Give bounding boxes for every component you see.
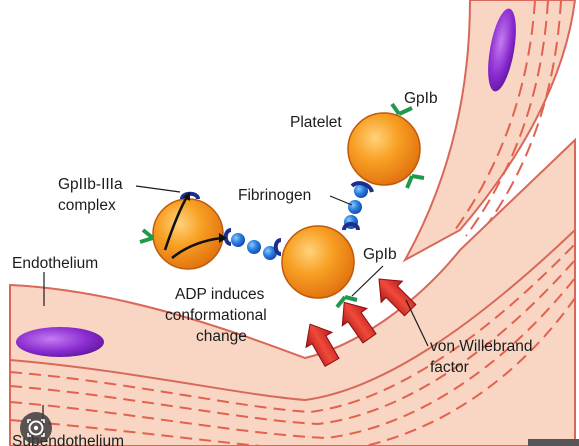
label-adp-line1: ADP induces [175,286,265,303]
leader-fibrinogen [329,195,353,206]
gpiib-iiia-receptor-bottom-top [342,222,360,231]
label-gpib-mid: GpIb [363,246,397,263]
label-gpib-top: GpIb [404,90,438,107]
vwf-arrow-3 [378,278,417,317]
label-gpiib-iiia-line1: GpIIb-IIIa [58,176,123,193]
lens-search-icon [27,419,45,437]
lens-search-button[interactable] [20,412,52,444]
platelet-bottom [273,222,360,309]
fibrinogen-chain-horizontal [231,233,277,260]
corner-tab [528,439,579,446]
right-vessel-wall [402,0,577,263]
gpib-receptor-left [139,228,155,244]
endothelial-nucleus [16,327,104,357]
gpiib-iiia-receptor-right [223,228,232,246]
label-platelet: Platelet [290,114,342,131]
adp-arrow-2 [171,236,223,260]
gpib-receptor-top-2 [405,174,425,189]
vwf-arrow-2 [341,301,377,344]
leader-gpiib-iiia [135,185,181,193]
label-vwf-line1: von Willebrand [430,338,533,355]
label-endothelium: Endothelium [12,255,98,272]
fibrinogen-chain-vertical [344,184,368,229]
gpib-receptor-top-1 [390,102,413,116]
label-gpiib-iiia-line2: complex [58,197,116,214]
endothelium-layer [9,137,576,446]
gpib-receptor-bottom [335,295,358,309]
gpiib-iiia-receptor-top-platelet [350,181,374,193]
platelet-top [347,102,425,193]
platelet-left [139,191,232,270]
label-fibrinogen: Fibrinogen [238,187,311,204]
label-adp-line2: conformational [165,307,267,324]
right-nucleus [488,8,516,92]
leader-gpib-mid [351,265,384,297]
vwf-arrows [305,278,417,368]
label-vwf-line2: factor [430,359,469,376]
label-adp-line3: change [196,328,247,345]
gpiib-iiia-receptor-bottom-left [273,238,282,256]
leader-vwf [405,299,429,347]
vwf-arrow-1 [305,323,340,368]
